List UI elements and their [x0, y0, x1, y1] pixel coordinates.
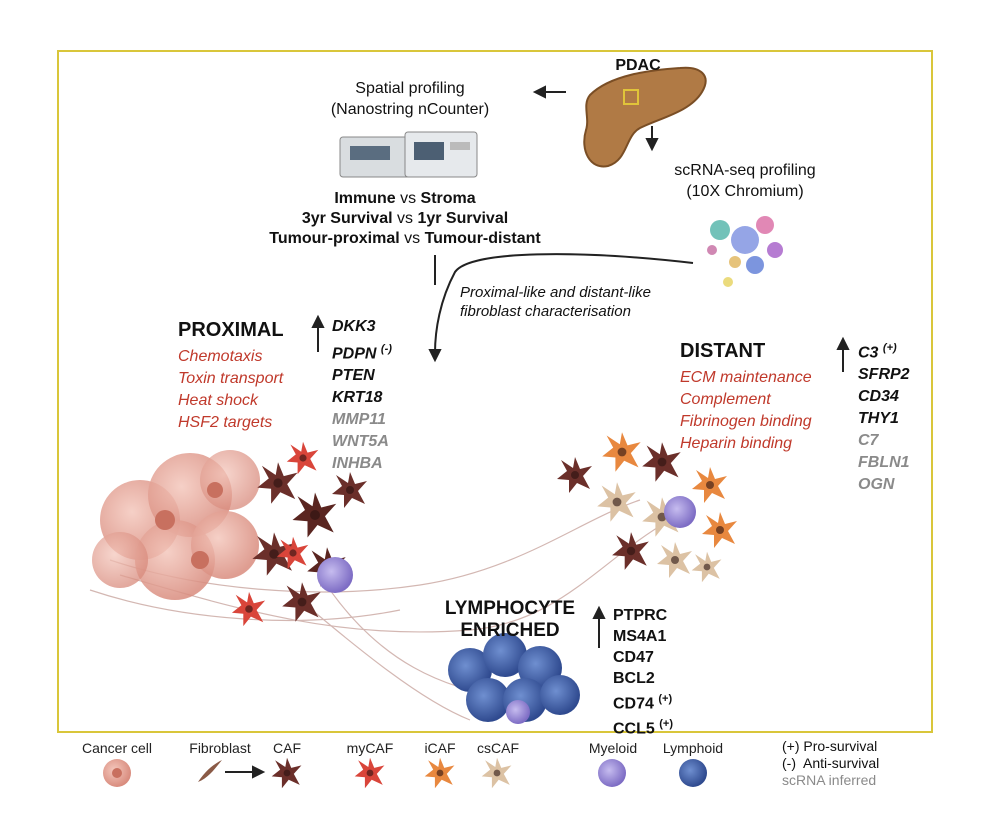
flow-arrows: [225, 85, 850, 779]
legend-caf: CAF: [273, 740, 301, 756]
gene-item: PTEN: [332, 367, 375, 385]
spatial-line-2: (Nanostring nCounter): [330, 101, 490, 118]
legend-anti-survival: (-) Anti-survival: [782, 755, 880, 771]
scrna-profiling-label: scRNA-seq profiling (10X Chromium): [650, 160, 840, 202]
proximal-caf-cluster: [231, 441, 367, 627]
pathway-item: ECM maintenance: [680, 369, 812, 386]
scrna-line-1: scRNA-seq profiling: [674, 162, 816, 179]
gene-item-inferred: MMP11: [332, 411, 386, 429]
pancreas-illustration: [583, 66, 707, 168]
proximal-title: PROXIMAL: [178, 319, 284, 341]
figure-frame: [57, 50, 933, 733]
gene-item: SFRP2: [858, 366, 910, 384]
gene-item: PDPN (-): [332, 343, 392, 363]
pathway-item: Fibrinogen binding: [680, 413, 812, 430]
gene-item: PTPRC: [613, 607, 668, 624]
characterisation-label: Proximal-like and distant-like fibroblas…: [460, 283, 720, 321]
proximal-pathways: Chemotaxis Toxin transport Heat shock HS…: [178, 346, 283, 434]
gene-item: THY1: [858, 410, 899, 428]
pathway-item: Heat shock: [178, 392, 259, 409]
gene-item-inferred: OGN: [858, 476, 895, 494]
gene-item: C3 (+): [858, 342, 897, 362]
gene-item: KRT18: [332, 389, 383, 407]
proximal-genes: DKK3 PDPN (-) PTEN KRT18 MMP11 WNT5A INH…: [332, 316, 392, 475]
comparison-row: Tumour-proximal vs Tumour-distant: [269, 230, 541, 247]
legend-fibroblast: Fibroblast: [189, 740, 251, 756]
spatial-line-1: Spatial profiling: [355, 80, 465, 97]
gene-item: CD74 (+): [613, 693, 673, 713]
lymphocyte-cluster: [448, 633, 580, 724]
legend-pro-survival: (+) Pro-survival: [782, 738, 878, 754]
pro-survival-mark: (+): [882, 342, 897, 354]
spatial-profiling-label: Spatial profiling (Nanostring nCounter): [300, 78, 520, 120]
pro-survival-mark: (+): [658, 693, 673, 705]
distant-pathways: ECM maintenance Complement Fibrinogen bi…: [680, 367, 812, 455]
gene-item-inferred: INHBA: [332, 455, 383, 473]
anti-survival-mark: (-): [380, 343, 392, 355]
pathway-item: Chemotaxis: [178, 348, 263, 365]
distant-fibroblast-cluster: [557, 432, 737, 583]
comparison-row: Immune vs Stroma: [334, 190, 476, 207]
gene-item-inferred: WNT5A: [332, 433, 389, 451]
legend-mycaf: myCAF: [346, 740, 394, 756]
distant-genes: C3 (+) SFRP2 CD34 THY1 C7 FBLN1 OGN: [858, 337, 910, 496]
legend-icons: [103, 757, 707, 789]
gene-item-inferred: FBLN1: [858, 454, 910, 472]
characterisation-line-1: Proximal-like and distant-like: [460, 284, 651, 301]
umap-plot: [707, 216, 783, 287]
gene-item-inferred: C7: [858, 432, 879, 450]
pdac-label: PDAC: [615, 57, 661, 74]
gene-item: BCL2: [613, 670, 655, 687]
lymphocyte-title-line-1: LYMPHOCYTE: [444, 598, 576, 619]
comparisons-list: Immune vs Stroma 3yr Survival vs 1yr Sur…: [250, 189, 560, 249]
gene-item: CCL5 (+): [613, 718, 673, 738]
distant-title: DISTANT: [680, 340, 766, 362]
gene-item: DKK3: [332, 318, 376, 335]
legend-cscaf: csCAF: [477, 740, 519, 756]
gene-item: CD47: [613, 649, 654, 666]
scrna-line-2: (10X Chromium): [686, 183, 804, 200]
legend-lymphoid: Lymphoid: [662, 740, 724, 756]
pro-survival-mark: (+): [659, 718, 673, 731]
pathway-item: HSF2 targets: [178, 414, 273, 431]
gene-item: MS4A1: [613, 628, 667, 645]
legend-scrna-inferred: scRNA inferred: [782, 772, 877, 788]
legend-myeloid: Myeloid: [588, 740, 638, 756]
pathway-item: Heparin binding: [680, 435, 793, 452]
legend-icaf: iCAF: [424, 740, 456, 756]
nanostring-instrument: [339, 131, 478, 178]
gene-item: CD34: [858, 388, 899, 406]
lymphocyte-genes: PTPRC MS4A1 CD47 BCL2 CD74 (+) CCL5 (+): [613, 605, 673, 740]
characterisation-line-2: fibroblast characterisation: [460, 303, 631, 320]
pathway-item: Toxin transport: [178, 370, 284, 387]
legend-survival-key: (+) Pro-survival (-) Anti-survival scRNA…: [782, 738, 879, 789]
legend-cancer-cell: Cancer cell: [81, 740, 153, 756]
lymphocyte-title-line-2: ENRICHED: [460, 620, 560, 641]
lymphocyte-title: LYMPHOCYTE ENRICHED: [425, 598, 595, 642]
tumour-cluster: [92, 450, 260, 600]
comparison-row: 3yr Survival vs 1yr Survival: [301, 210, 509, 227]
pathway-item: Complement: [680, 391, 771, 408]
